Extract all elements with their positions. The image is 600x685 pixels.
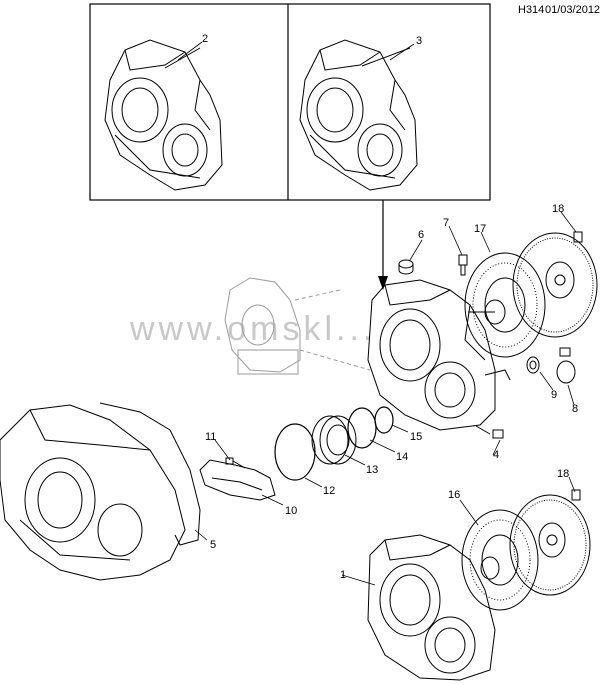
flexplate-18-bottom [509,489,591,596]
bolt-11 [225,457,246,469]
callout-2: 2 [202,33,208,45]
watermark-text: www.omskl... [129,310,376,348]
sprocket-13 [311,415,357,465]
bracket-10 [199,459,276,501]
callout-14: 14 [396,451,408,463]
callout-18-bottom: 18 [557,468,569,480]
ring-15 [374,406,394,434]
callout-8: 8 [572,403,578,415]
snap-ring-12 [274,423,316,481]
transmission-case [0,404,186,581]
callout-12: 12 [323,485,335,497]
leader-lines [177,41,577,586]
callout-15: 15 [410,431,422,443]
callout-10: 10 [285,505,297,517]
diagram-date: 01/03/2012 [545,4,600,16]
callout-1: 1 [340,569,346,581]
variant-inset-box [89,3,491,201]
callout-11: 11 [205,431,216,443]
torque-converter-16 [461,509,539,611]
gasket-5 [99,402,201,546]
ring-14 [347,407,377,449]
flexplate-18-top [512,231,598,338]
converter-housing-1 [367,534,496,681]
converter-housing-main [367,279,511,431]
callout-4: 4 [493,449,499,461]
callout-18-top: 18 [552,203,564,215]
plug-6 [398,259,414,275]
oring-8 [556,347,576,384]
callout-16: 16 [448,489,460,501]
callout-5: 5 [210,539,216,551]
housing-variant-3 [299,39,418,191]
callout-9: 9 [551,389,557,401]
callout-13: 13 [366,464,378,476]
seal-9 [526,356,540,374]
housing-variant-2 [104,39,223,191]
torque-converter-17 [464,252,546,358]
valve-body-ghost [224,277,371,375]
callout-3: 3 [416,35,422,47]
inset-pointer-arrow [378,200,388,290]
callout-7: 7 [443,217,449,229]
diagram-code: H314 [518,4,545,16]
bolt-4 [475,425,504,439]
callout-17: 17 [474,223,486,235]
bolt-7 [458,254,468,276]
callout-6: 6 [418,229,424,241]
